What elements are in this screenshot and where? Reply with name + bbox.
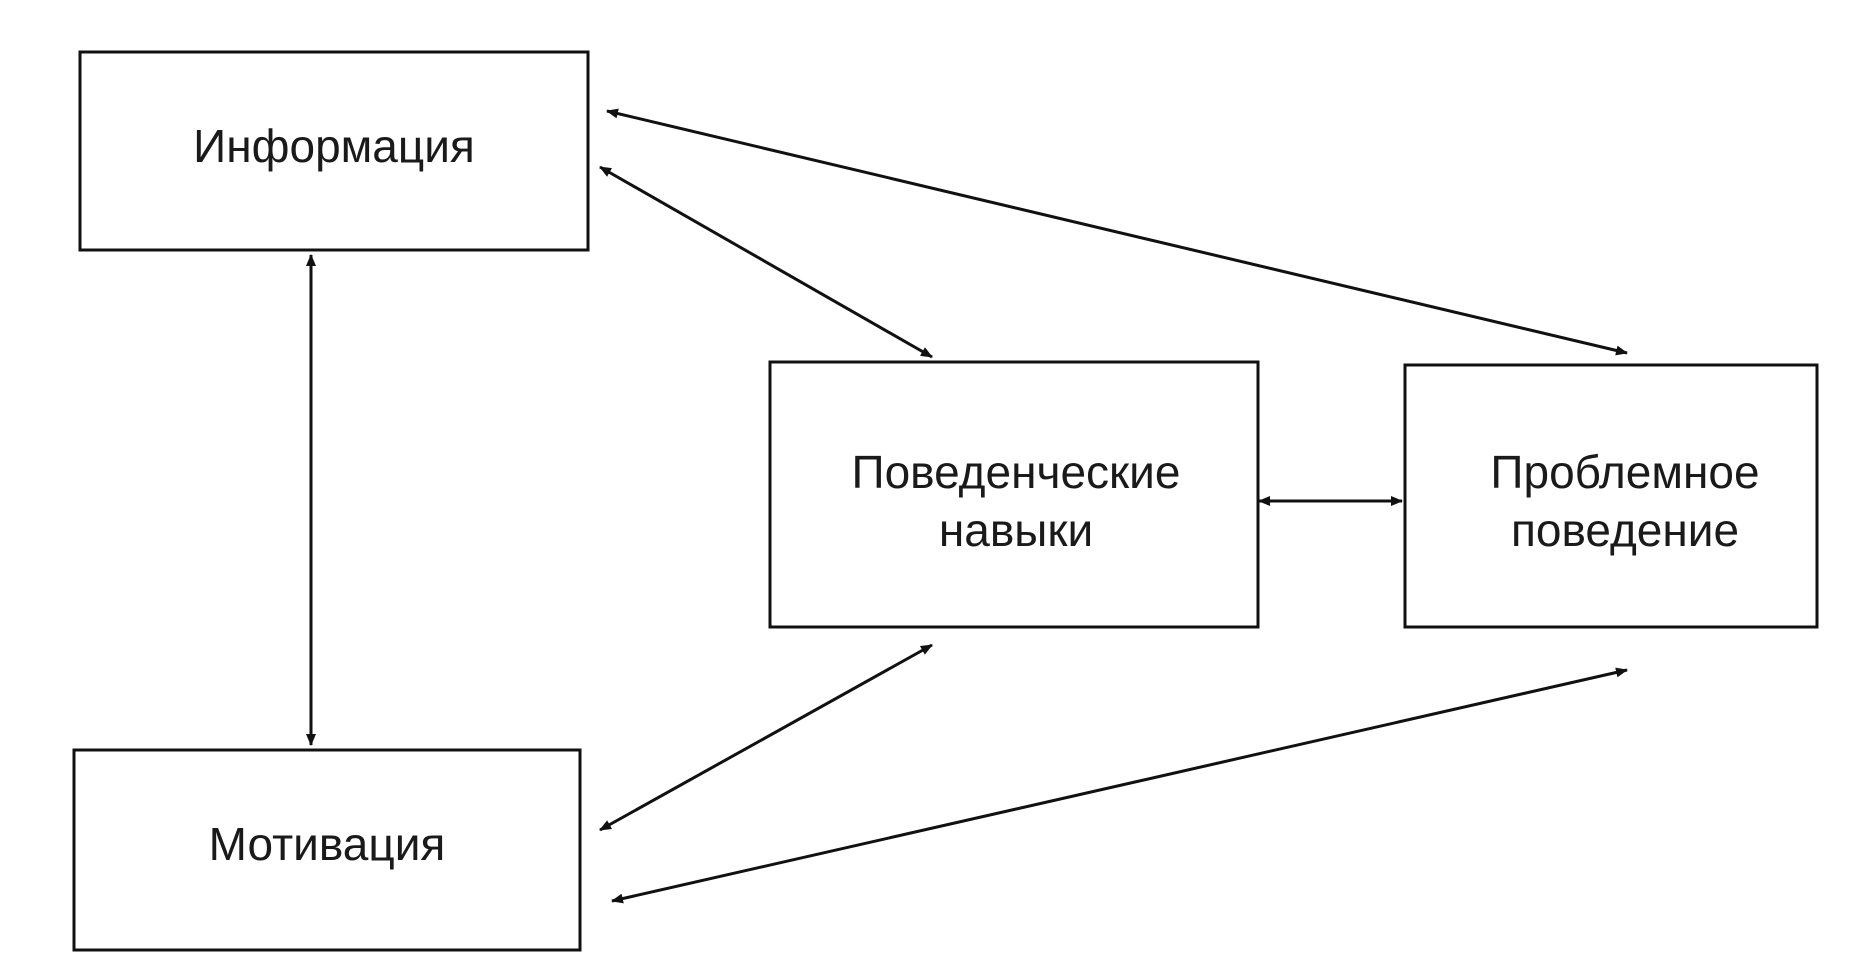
node-motivation-label: Мотивация — [209, 818, 446, 870]
edge-motivation-skills — [599, 643, 933, 832]
node-problem-label-line1: Проблемное — [1490, 446, 1759, 498]
node-skills-label-line2: навыки — [939, 504, 1093, 556]
node-problem-box — [1403, 363, 1819, 629]
node-skills: Поведенческие навыки — [768, 360, 1260, 629]
edge-motivation-problem — [611, 667, 1628, 904]
node-problem: Проблемное поведение — [1403, 363, 1819, 629]
node-motivation: Мотивация — [72, 748, 582, 952]
node-information-label: Информация — [193, 120, 475, 172]
edge-information-problem — [606, 108, 1628, 356]
node-motivation-box — [72, 748, 582, 952]
node-information-box — [78, 50, 590, 252]
node-skills-label-line1: Поведенческие — [852, 446, 1181, 498]
node-information: Информация — [78, 50, 590, 252]
edges — [306, 108, 1628, 904]
edge-information-skills — [599, 165, 933, 359]
node-problem-label-line2: поведение — [1511, 504, 1739, 556]
node-skills-box — [768, 360, 1260, 629]
